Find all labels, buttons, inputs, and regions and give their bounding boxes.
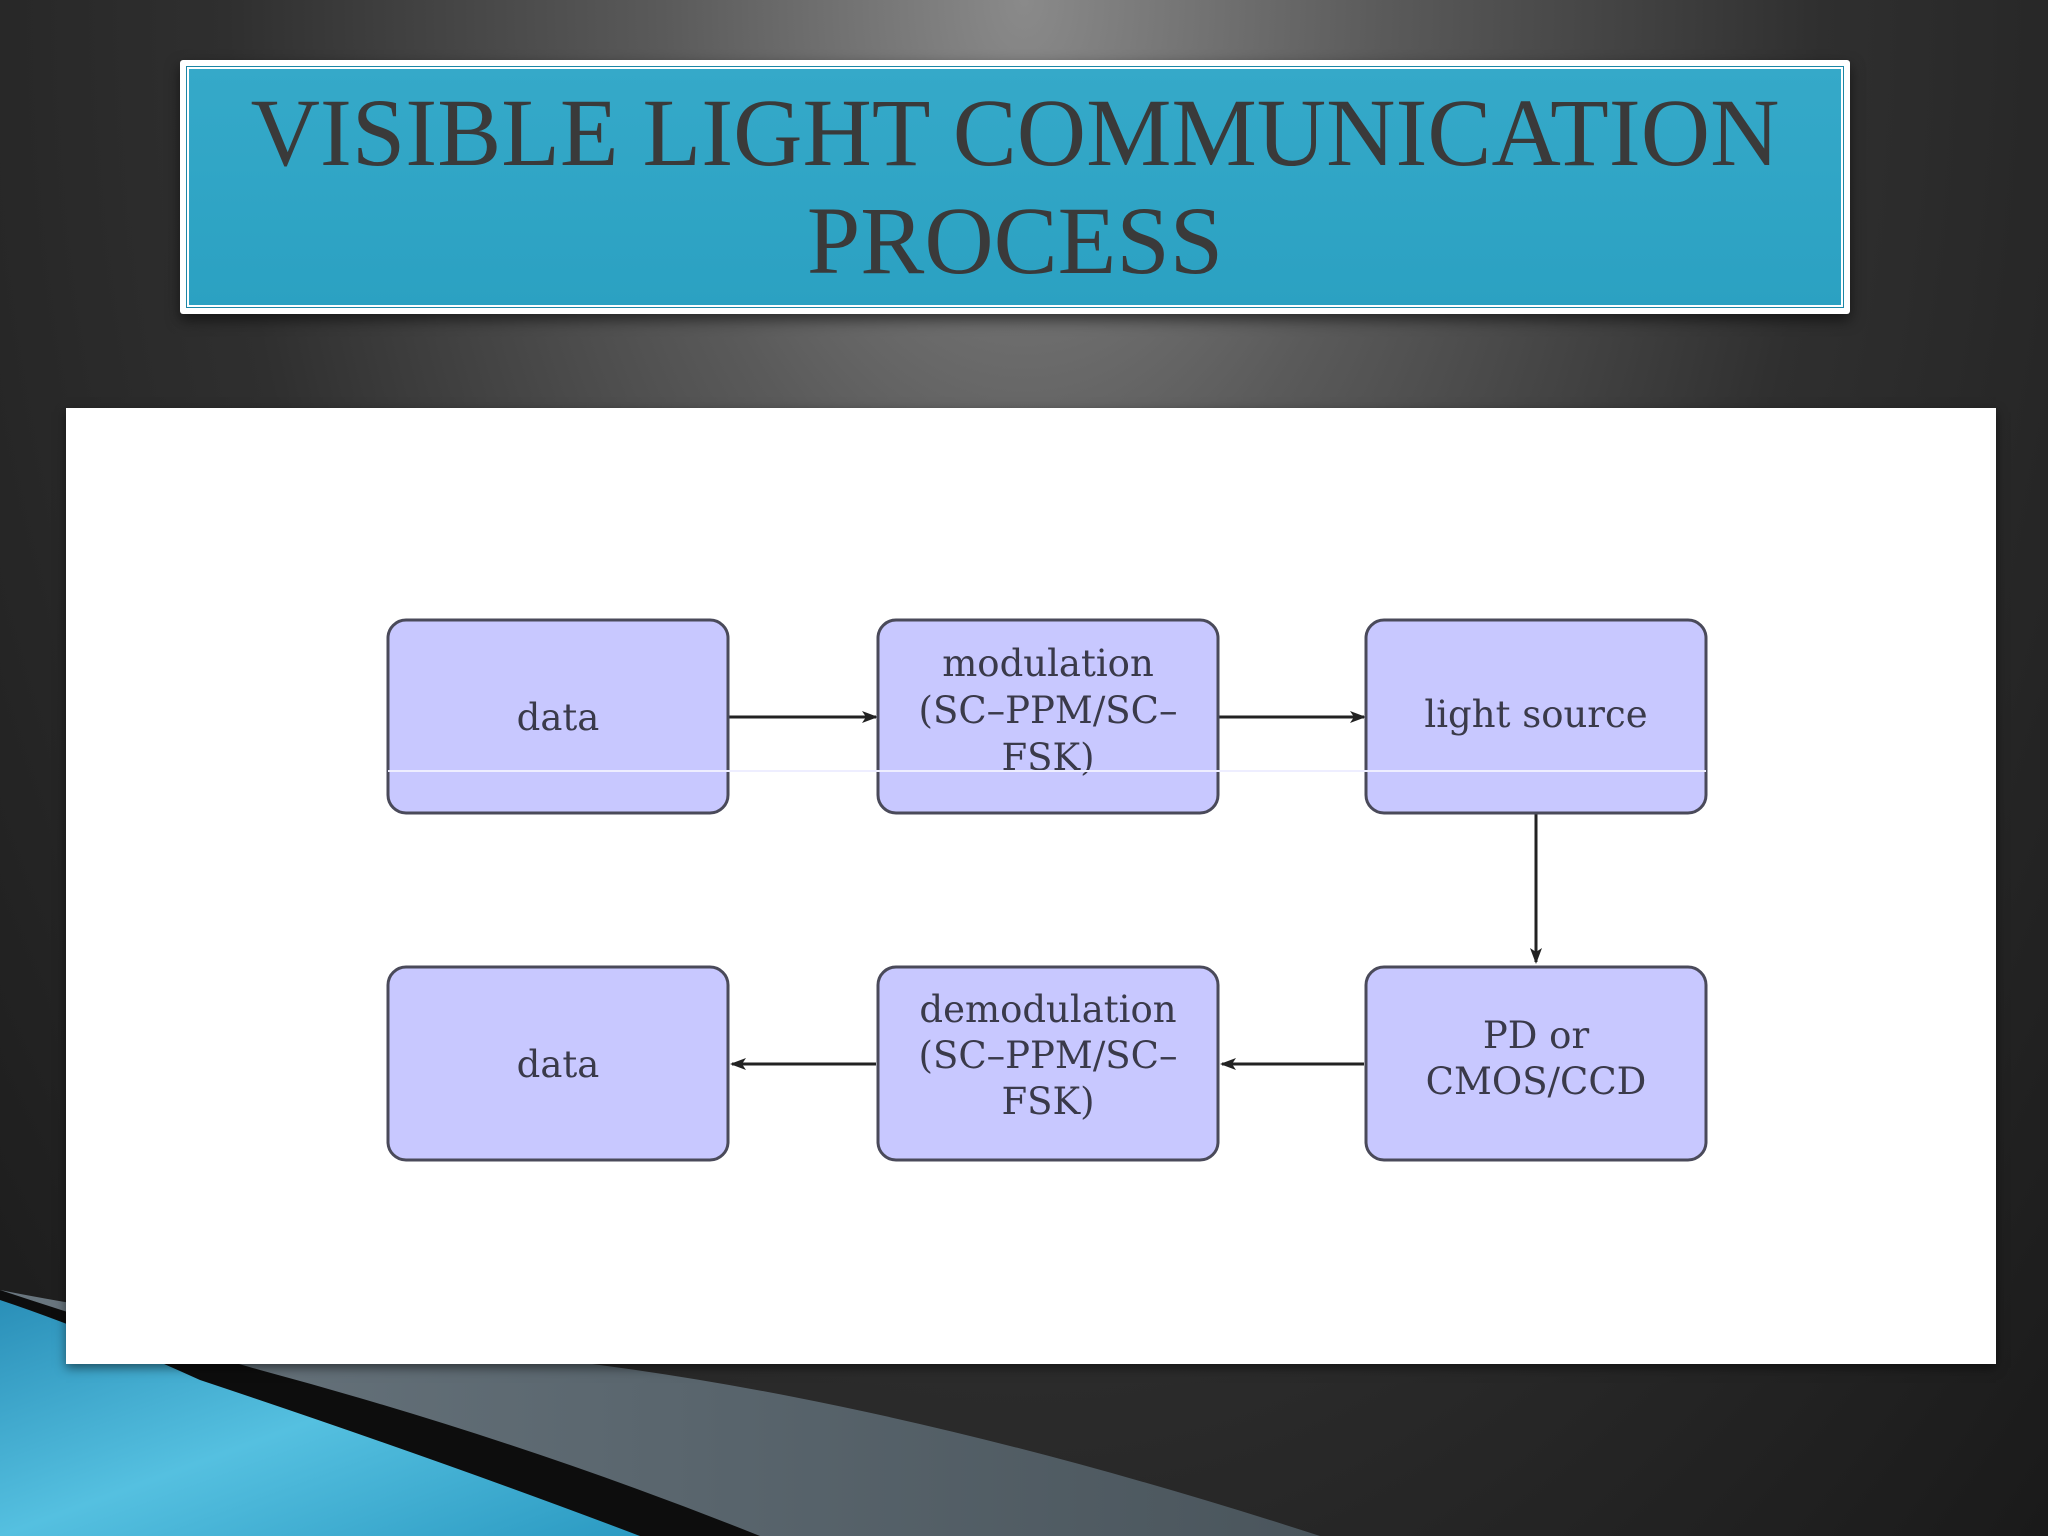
node-demodulation: demodulation (SC–PPM/SC– FSK) (876, 965, 1220, 1162)
node-light-source-label: light source (1424, 693, 1647, 736)
diagram-edges (728, 711, 1542, 1070)
node-demodulation-label-line-1: demodulation (919, 988, 1176, 1031)
slide-title-line-2: PROCESS (806, 187, 1224, 294)
title-bar: VISIBLE LIGHT COMMUNICATION PROCESS (186, 66, 1844, 308)
node-modulation-label-line-2: (SC–PPM/SC– (919, 689, 1178, 732)
node-data-input-label: data (517, 696, 600, 739)
node-modulation-label-line-3: FSK) (1001, 736, 1094, 779)
node-modulation-label-line-1: modulation (942, 642, 1154, 685)
node-detector-label-line-2: CMOS/CCD (1426, 1060, 1647, 1103)
node-light-source: light source (1364, 618, 1708, 815)
node-demodulation-label-line-3: FSK) (1001, 1080, 1094, 1123)
title-box: VISIBLE LIGHT COMMUNICATION PROCESS (180, 60, 1850, 314)
diagram-figure: data modulation (SC–PPM/SC– FSK) light s… (66, 408, 1996, 1364)
node-modulation: modulation (SC–PPM/SC– FSK) (876, 618, 1220, 815)
node-data-input: data (386, 618, 730, 815)
node-data-output-label: data (517, 1043, 600, 1086)
node-demodulation-label-line-2: (SC–PPM/SC– (919, 1034, 1178, 1077)
vlc-process-diagram: data modulation (SC–PPM/SC– FSK) light s… (386, 618, 1708, 1162)
node-detector: PD or CMOS/CCD (1364, 965, 1708, 1162)
node-detector-label-line-1: PD or (1483, 1014, 1590, 1057)
slide-title-line-1: VISIBLE LIGHT COMMUNICATION (250, 79, 1780, 186)
node-data-output: data (386, 965, 730, 1162)
